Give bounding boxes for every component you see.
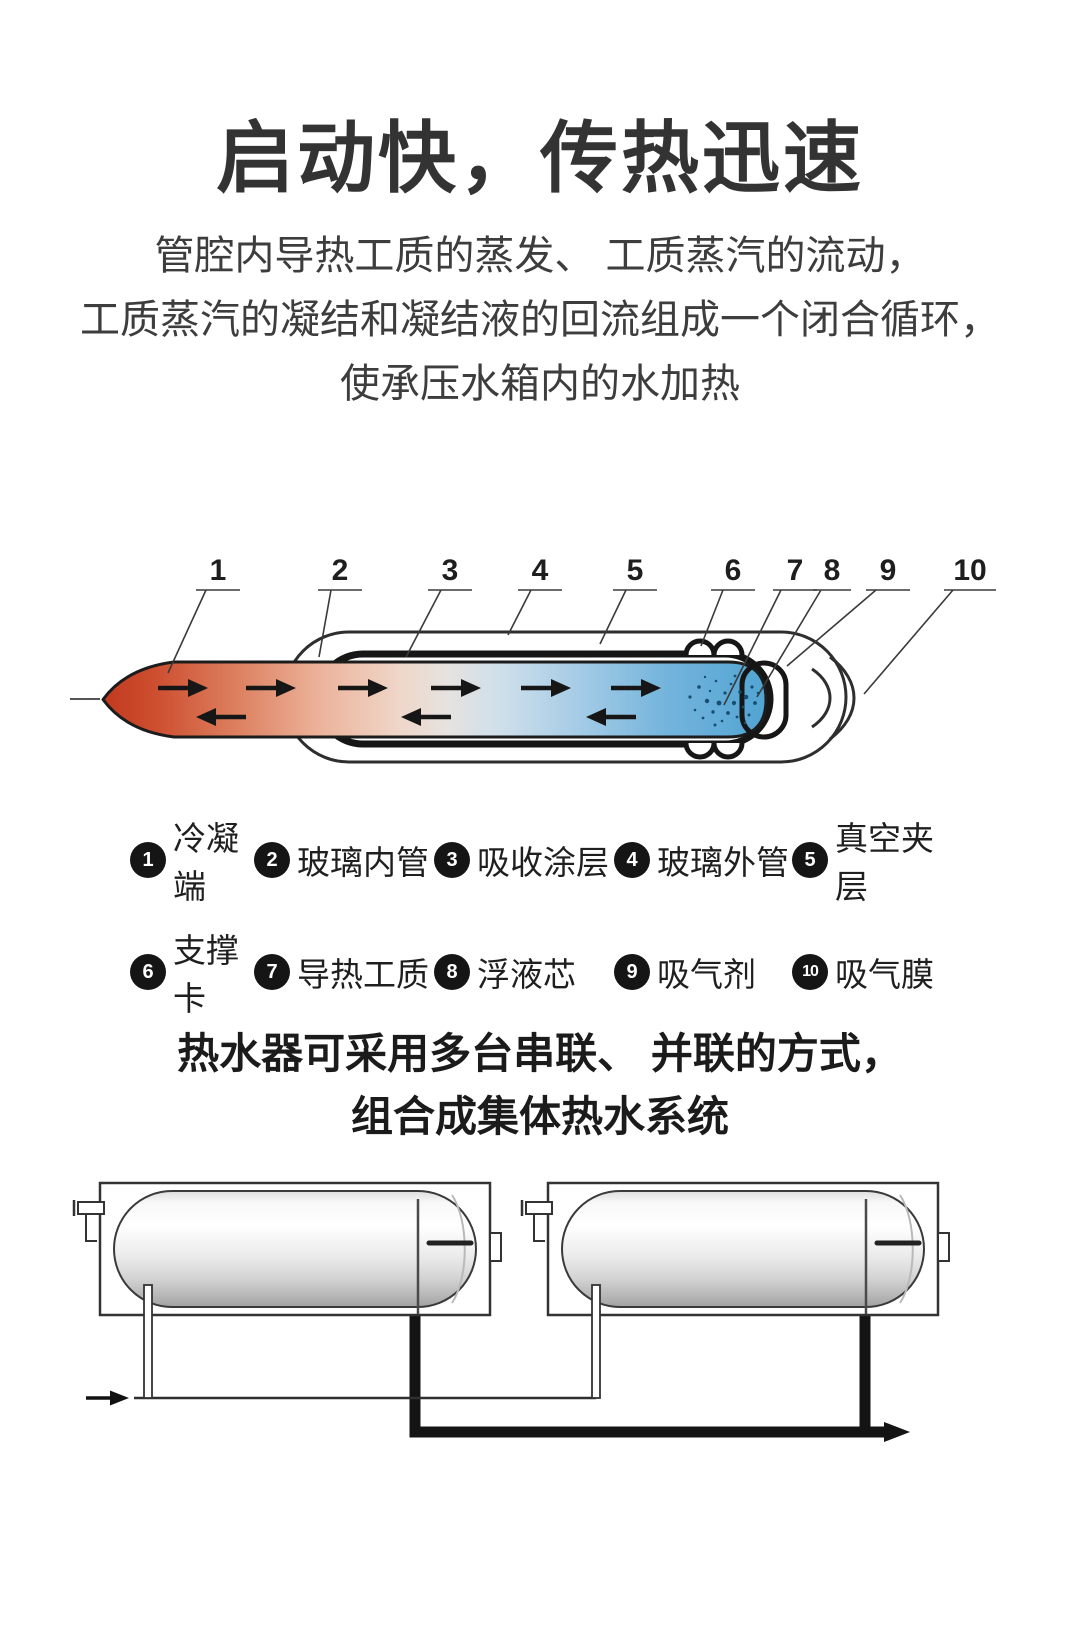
tank-2 <box>520 1181 950 1317</box>
hero-line-2: 工质蒸汽的凝结和凝结液的回流组成一个闭合循环， <box>80 298 1000 342</box>
side-nub <box>489 1232 502 1262</box>
legend-badge-6: 6 <box>130 954 166 990</box>
leader-5 <box>599 589 657 645</box>
heat-pipe <box>101 660 768 739</box>
side-nub <box>937 1232 950 1262</box>
cold-riser-tank-1 <box>143 1284 153 1399</box>
legend-label-8: 浮液芯 <box>477 956 576 993</box>
callout-number-3: 3 <box>442 554 459 587</box>
tank-1 <box>72 1181 502 1317</box>
leader-1 <box>167 589 240 674</box>
callout-number-9: 9 <box>880 554 897 587</box>
endcap-arc <box>899 1194 914 1304</box>
legend-label-9: 吸气剂 <box>657 956 756 993</box>
support-clip-bottom <box>683 742 745 760</box>
legend-badge-5: 5 <box>792 842 828 878</box>
leader-7 <box>723 589 817 706</box>
legend-badge-8: 8 <box>434 954 470 990</box>
hot-water-pipe <box>409 1315 871 1438</box>
callout-number-1: 1 <box>210 554 227 587</box>
legend-badge-3: 3 <box>434 842 470 878</box>
valve-fitting <box>525 1201 553 1215</box>
leader-6 <box>700 589 755 647</box>
leader-2 <box>318 589 362 658</box>
leader-lines <box>167 589 996 706</box>
page-title: 启动快，传热迅速 <box>215 114 864 202</box>
leader-4 <box>507 589 562 636</box>
leader-9 <box>786 589 910 667</box>
tank-cylinder <box>113 1190 477 1308</box>
valve-pipe <box>533 1214 545 1242</box>
callout-number-4: 4 <box>532 554 549 587</box>
system-section-title: 热水器可采用多台串联、 并联的方式， 组合成集体热水系统 <box>0 1022 1080 1148</box>
hero-line-1: 管腔内导热工质的蒸发、 工质蒸汽的流动， <box>154 234 926 278</box>
legend-badge-10: 10 <box>792 954 828 990</box>
hero-line-3: 使承压水箱内的水加热 <box>340 362 740 406</box>
getter-holder <box>739 660 789 740</box>
vapor-flow-arrows <box>158 679 661 697</box>
support-clip-top <box>683 638 745 656</box>
valve-pipe <box>85 1214 97 1242</box>
legend-badge-2: 2 <box>254 842 290 878</box>
legend-label-1: 冷凝端 <box>173 820 239 905</box>
legend-badge-4: 4 <box>614 842 650 878</box>
leader-8 <box>756 589 851 698</box>
legend-label-4: 玻璃外管 <box>657 844 789 881</box>
hero-description: 管腔内导热工质的蒸发、 工质蒸汽的流动， 工质蒸汽的凝结和凝结液的回流组成一个闭… <box>0 224 1080 416</box>
legend-label-5: 真空夹层 <box>835 820 934 905</box>
heat-pipe-diagram: 1 2 3 4 5 6 7 8 9 10 <box>70 554 996 764</box>
callout-number-5: 5 <box>627 554 644 587</box>
callout-number-2: 2 <box>332 554 349 587</box>
callout-number-6: 6 <box>725 554 742 587</box>
system-title-line-2: 组合成集体热水系统 <box>350 1093 729 1140</box>
legend-label-6: 支撑卡 <box>173 932 239 1017</box>
callout-numbers: 1 2 3 4 5 6 7 8 9 10 <box>210 554 987 587</box>
legend-badge-1: 1 <box>130 842 166 878</box>
getter-speckles <box>688 674 760 727</box>
legend-label-2: 玻璃内管 <box>297 844 429 881</box>
legend-badge-7: 7 <box>254 954 290 990</box>
legend-label-3: 吸收涂层 <box>477 844 609 881</box>
valve-fitting <box>77 1201 105 1215</box>
leader-10 <box>863 589 996 695</box>
callout-number-10: 10 <box>953 554 986 587</box>
leader-3 <box>405 589 472 658</box>
inlet-arrow <box>110 1390 129 1406</box>
cold-riser-tank-2 <box>591 1284 601 1399</box>
condensate-return-arrows <box>196 708 636 726</box>
callout-number-7: 7 <box>787 554 804 587</box>
sealed-tip-inner <box>811 667 832 729</box>
tank-system-diagram <box>72 1181 950 1442</box>
outlet-arrow <box>884 1422 910 1442</box>
sealed-tip-outer <box>829 655 856 741</box>
system-title-line-1: 热水器可采用多台串联、 并联的方式， <box>177 1030 903 1077</box>
legend-label-10: 吸气膜 <box>835 956 934 993</box>
legend-label-7: 导热工质 <box>297 956 429 993</box>
endcap-arc <box>451 1194 466 1304</box>
legend-badge-9: 9 <box>614 954 650 990</box>
tank-cylinder <box>561 1190 925 1308</box>
callout-number-8: 8 <box>824 554 841 587</box>
